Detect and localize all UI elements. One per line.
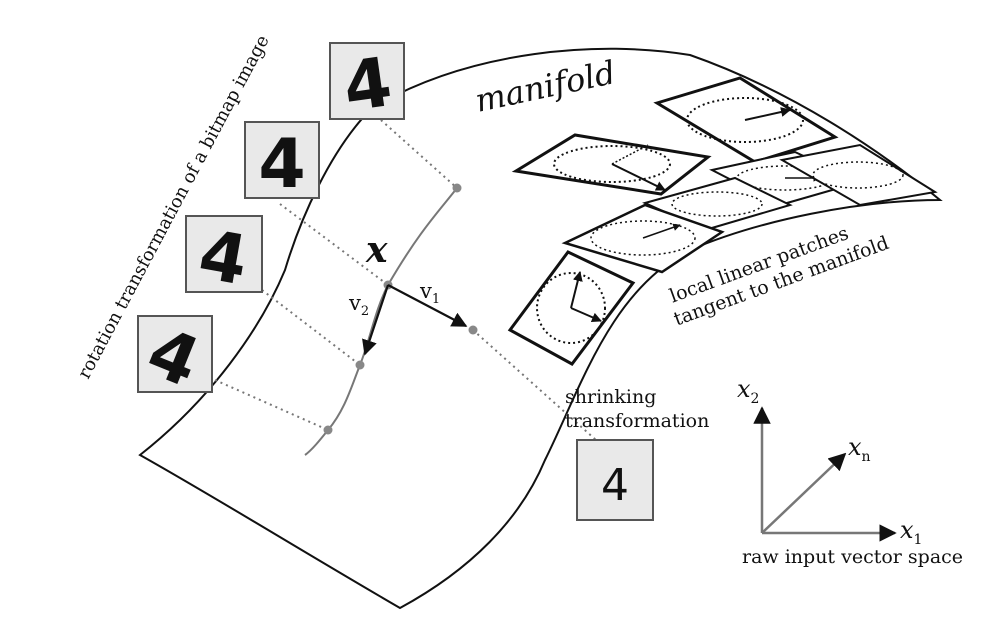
svg-text:4: 4 (601, 460, 629, 511)
transformation-curve (304, 187, 458, 456)
svg-text:4: 4 (339, 43, 397, 128)
axis-x2-label: x2 (737, 375, 759, 407)
vector-space-axes (753, 406, 897, 542)
tangent-patch-2 (653, 76, 839, 164)
projection-lines (214, 111, 597, 441)
digit-image-rotated-2: 4 (244, 121, 320, 204)
svg-text:4: 4 (258, 125, 305, 204)
digit-image-rotated-1: 4 (329, 42, 405, 128)
tangent-patches (507, 76, 938, 366)
tangent-vector-v1 (387, 284, 468, 327)
tangent-patch-7 (507, 250, 636, 366)
tangent-patch-1 (511, 133, 712, 196)
digit-image-shrunk: 4 (576, 439, 654, 521)
axis-xn-label: xn (848, 433, 871, 465)
v2-label: v2 (348, 291, 369, 319)
v1-label: v1 (419, 279, 440, 307)
tangent-vector-v2 (362, 284, 390, 356)
tangent-patch-4 (779, 143, 938, 207)
shrinking-label: shrinking transformation (565, 386, 709, 432)
vector-space-caption: raw input vector space (742, 546, 963, 568)
axis-xn (761, 452, 847, 534)
axis-x1-label: x1 (900, 516, 922, 548)
tangent-patch-6 (561, 203, 725, 274)
digit-image-rotated-3: 4 (185, 215, 263, 301)
point-x-label: x (365, 229, 388, 271)
digit-image-rotated-4: 4 (137, 313, 213, 404)
